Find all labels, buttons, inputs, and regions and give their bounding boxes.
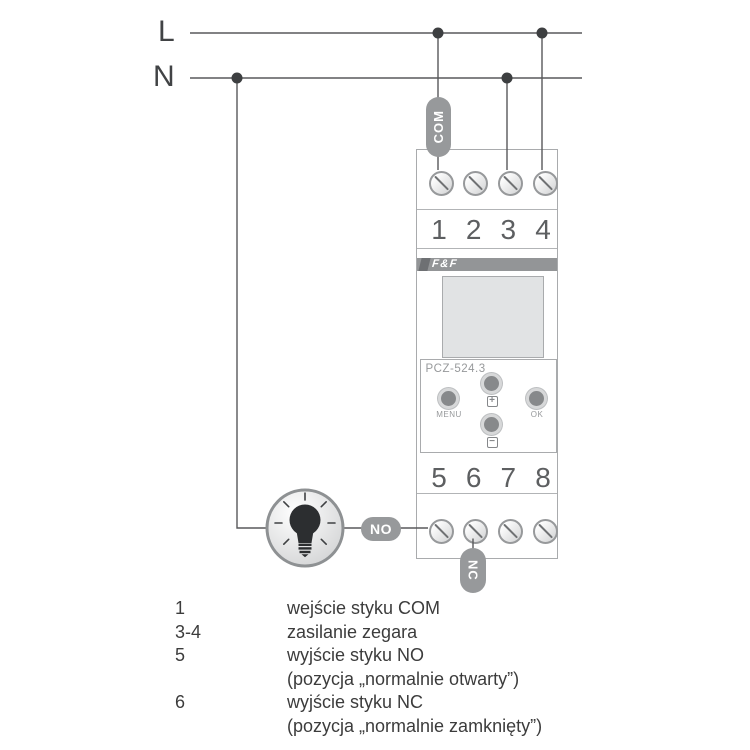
com-label: COM <box>430 110 446 144</box>
lamp-symbol <box>265 488 345 568</box>
legend-key: 1 <box>175 598 186 618</box>
legend-row: 1 wejście styku COM <box>175 597 542 621</box>
brand-bar: F&F <box>417 258 557 271</box>
model-label: PCZ-524.3 <box>425 363 486 375</box>
plus-button <box>481 373 502 394</box>
com-label-pill: COM <box>425 97 451 157</box>
screw-slot <box>502 523 518 539</box>
terminal-number-1: 1 <box>431 214 447 245</box>
no-label-pill: NO <box>361 517 401 541</box>
screw-slot <box>468 523 484 539</box>
terminal-number-3: 3 <box>500 214 517 245</box>
menu-button <box>438 388 459 409</box>
junction-dot <box>432 27 444 39</box>
screw-terminal-6 <box>463 518 489 544</box>
screw-slot <box>502 175 518 191</box>
plus-icon: + <box>486 395 498 407</box>
screw-terminal-3 <box>497 170 523 196</box>
legend-row: 3-4 zasilanie zegara <box>175 621 542 645</box>
legend-row: 6 wyjście styku NC <box>175 691 542 715</box>
legend-key: 5 <box>175 645 186 665</box>
timer-relay-device: 1 2 3 4 F&F PCZ-524.3 + − MENU OK 5 6 7 … <box>416 149 558 559</box>
nc-label: NC <box>465 560 481 581</box>
minus-button <box>481 414 502 435</box>
terminal-number-8: 8 <box>535 462 551 493</box>
legend: 1 wejście styku COM 3-4 zasilanie zegara… <box>175 597 542 738</box>
section-divider <box>417 248 557 249</box>
nc-label-pill: NC <box>460 548 486 593</box>
screw-slot <box>433 175 449 191</box>
junction-dot <box>536 27 548 39</box>
screw-terminal-1 <box>428 170 454 196</box>
screw-terminal-8 <box>532 518 558 544</box>
line-n-label: N <box>153 60 175 93</box>
screw-slot <box>537 523 553 539</box>
junction-dot <box>501 72 513 84</box>
legend-desc: wyjście styku NC <box>287 692 424 712</box>
lcd-display <box>442 276 544 358</box>
legend-row: (pozycja „normalnie zamknięty”) <box>175 715 542 739</box>
legend-desc: (pozycja „normalnie otwarty”) <box>287 668 520 689</box>
ok-button <box>526 388 547 409</box>
legend-desc: wyjście styku NO <box>287 645 425 665</box>
lamp-rays <box>274 492 336 546</box>
section-divider <box>417 493 557 494</box>
legend-desc: wejście styku COM <box>287 598 441 618</box>
legend-key <box>175 668 287 692</box>
ok-button-label: OK <box>530 410 544 419</box>
screw-slot <box>537 175 553 191</box>
wire-n-to-lamp <box>236 78 267 529</box>
terminal-number-2: 2 <box>465 214 482 245</box>
control-panel: PCZ-524.3 + − MENU OK <box>419 359 557 453</box>
screw-terminal-7 <box>497 518 523 544</box>
junction-dots <box>231 27 548 84</box>
screw-terminal-2 <box>463 170 489 196</box>
light-bulb-icon <box>289 504 321 558</box>
legend-row: (pozycja „normalnie otwarty”) <box>175 668 542 692</box>
legend-row: 5 wyjście styku NO <box>175 644 542 668</box>
screw-terminal-5 <box>428 518 454 544</box>
menu-button-label: MENU <box>436 410 462 419</box>
screw-slot <box>433 523 449 539</box>
screw-slot <box>468 175 484 191</box>
terminal-number-7: 7 <box>500 462 517 493</box>
screw-terminal-4 <box>532 170 558 196</box>
minus-icon: − <box>486 436 498 448</box>
no-label: NO <box>370 521 392 537</box>
line-l-label: L <box>158 15 175 48</box>
legend-key: 6 <box>175 692 186 712</box>
junction-dot <box>231 72 243 84</box>
lamp-circle <box>265 488 345 568</box>
brand-logo-text: F&F <box>431 258 459 270</box>
section-divider <box>417 209 557 210</box>
terminal-number-6: 6 <box>465 462 482 493</box>
legend-desc: zasilanie zegara <box>287 621 418 642</box>
legend-desc: (pozycja „normalnie zamknięty”) <box>287 715 543 736</box>
terminal-number-4: 4 <box>535 214 551 245</box>
legend-key: 3-4 <box>175 621 202 642</box>
legend-key <box>175 715 287 739</box>
brand-logo-block <box>418 258 431 271</box>
terminal-number-5: 5 <box>431 462 447 493</box>
